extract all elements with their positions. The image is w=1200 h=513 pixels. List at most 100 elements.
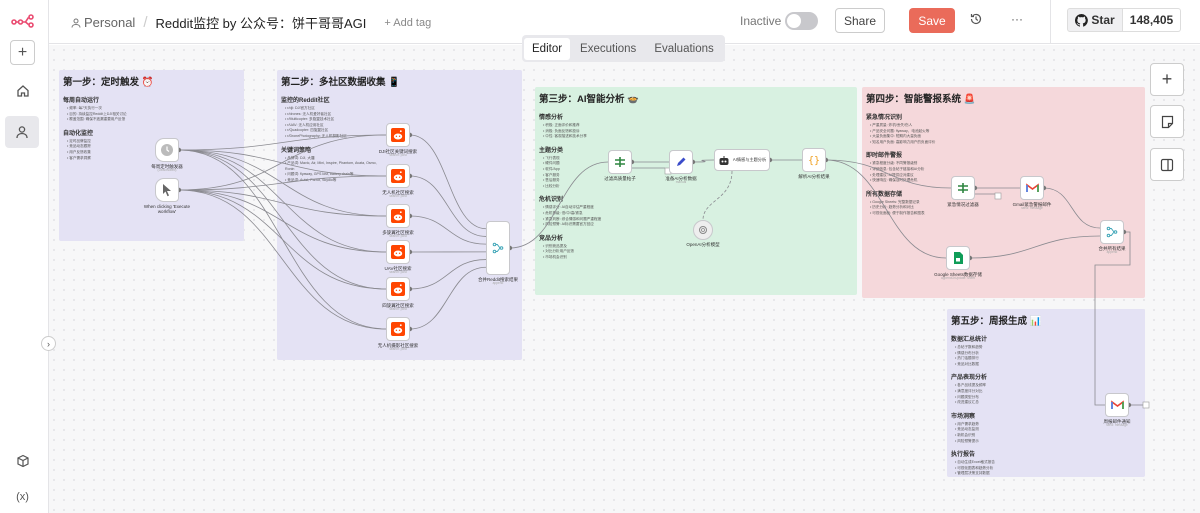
variables-icon[interactable]: (x)	[16, 491, 29, 503]
sticky-note-item: 产品安全问题: flyaway、电池起火等	[870, 129, 1141, 135]
filter-icon	[957, 182, 969, 194]
node-agent[interactable]: AI情感与主题分析	[714, 149, 770, 171]
history-icon[interactable]	[969, 12, 985, 28]
node-subtitle: append	[1106, 250, 1118, 254]
sticky-note-list: 紧急程度分级: 不同警报级别详细信息: 包含帖子链接和AI分析处理建议: AI提…	[870, 161, 1141, 183]
sticky-note-step-3[interactable]: 第三步：AI智能分析 🍲情感分析积极: 正面评价和推荐消极: 负面反馈和投诉中性…	[535, 87, 857, 295]
package-icon[interactable]	[10, 450, 35, 472]
node-r5[interactable]	[386, 277, 410, 301]
more-options-button[interactable]: ···	[1011, 12, 1023, 26]
n8n-logo-icon[interactable]	[10, 12, 36, 30]
sticky-note-step-4[interactable]: 第四步：智能警报系统 🚨紧急情况识别严重质量: 炸机/丢失/伤人产品安全问题: …	[862, 87, 1145, 298]
sticky-note-item: 用户需求趋势	[955, 422, 1141, 428]
sticky-note-item: r/UAV: 无人机应用社区	[285, 123, 377, 129]
sticky-note-item: 对比分析用户反馈	[543, 249, 853, 255]
sticky-note-heading: 每周自动运行	[63, 98, 100, 104]
tab-evaluations[interactable]: Evaluations	[654, 42, 714, 55]
sticky-note-item: 产品词: Mavic, Air, Mini, Inspire, Phantom,…	[285, 161, 377, 172]
panel-toggle-icon	[1160, 158, 1174, 171]
robot-icon	[718, 155, 730, 166]
sticky-note-item: r/Multicopter: 多旋翼技术社区	[285, 117, 377, 123]
node-r4[interactable]	[386, 240, 410, 264]
sticky-note-step-1[interactable]: 第一步：定时触发 ⏰每周自动运行频率: 每7天执行一次目的: 持续监控Reddi…	[59, 70, 244, 241]
node-subtitle: append	[492, 281, 504, 285]
node-r6[interactable]	[386, 317, 410, 341]
node-label: DJI社区关键词搜索	[378, 148, 418, 154]
reddit-icon	[391, 128, 405, 142]
node-label: 解析AI分析结果	[798, 173, 830, 179]
sticky-note-item: 管理层决策支持数据	[955, 471, 1141, 477]
node-schedule[interactable]	[155, 138, 179, 162]
node-label: 无人机社区搜索	[382, 189, 414, 195]
node-merge1[interactable]	[486, 221, 510, 275]
node-merge2[interactable]	[1100, 220, 1124, 244]
node-label: AI情感与主题分析	[732, 157, 767, 162]
sticky-note-item: 总帖子数和趋势	[955, 345, 1141, 351]
sticky-note-heading: 市场洞察	[951, 413, 976, 420]
home-icon[interactable]	[10, 80, 35, 102]
node-openai[interactable]	[693, 220, 713, 240]
node-subtitle: search: post	[389, 153, 407, 157]
sticky-note-button[interactable]	[1150, 105, 1184, 138]
node-manual[interactable]	[155, 178, 179, 202]
node-label: 紧急情况过滤器	[947, 201, 979, 207]
sticky-note-heading: 危机识别	[539, 197, 564, 204]
sticky-note-title: 第三步：AI智能分析 🍲	[539, 94, 639, 105]
save-button[interactable]: Save	[909, 8, 955, 33]
sticky-note-item: 目的: 持续监控Reddit上DJI相关讨论	[67, 112, 240, 118]
sticky-note-item: 定时品牌监控	[67, 139, 240, 145]
sticky-note-heading: 执行报告	[951, 452, 976, 459]
project-link[interactable]: Personal	[71, 15, 135, 30]
node-label: 准备AI分析数据	[665, 175, 697, 181]
collapse-sidebar-button[interactable]: ›	[41, 336, 56, 351]
sticky-note-title: 第一步：定时触发 ⏰	[63, 77, 154, 88]
sticky-note-item: 覆盖范围: 确保不遗漏重要用户反馈	[67, 117, 240, 123]
node-sheets[interactable]	[946, 246, 970, 270]
sticky-note-item: 改进建议汇总	[955, 400, 1141, 406]
node-prep[interactable]	[669, 150, 693, 174]
share-button[interactable]: Share	[835, 8, 885, 33]
sticky-note-item: 新机会识别	[955, 433, 1141, 439]
node-r1[interactable]	[386, 123, 410, 147]
sticky-note-item: 飞行表现	[543, 156, 853, 162]
node-subtitle: appendOrUpdate: sheet	[940, 276, 976, 280]
node-label: 过滤高质量帖子	[604, 175, 636, 181]
user-icon[interactable]	[5, 116, 39, 148]
node-filter[interactable]	[608, 150, 632, 174]
sticky-note-title: 第二步：多社区数据收集 📱	[281, 77, 400, 88]
breadcrumb-separator: /	[143, 14, 148, 31]
active-toggle[interactable]	[785, 12, 818, 30]
node-parse[interactable]: {}	[802, 148, 826, 172]
sticky-note-item: 用户反馈收集	[67, 150, 240, 156]
github-star-button[interactable]: Star	[1067, 8, 1123, 32]
merge-icon	[492, 242, 504, 254]
add-button[interactable]: +	[10, 40, 35, 65]
node-label: 四旋翼社区搜索	[382, 302, 414, 308]
node-r3[interactable]	[386, 204, 410, 228]
add-tag-button[interactable]: + Add tag	[384, 16, 432, 29]
node-subtitle: (Deactivated)	[157, 168, 177, 172]
user-icon	[71, 18, 81, 28]
tab-editor[interactable]: Editor	[524, 37, 571, 60]
node-weekly[interactable]	[1105, 393, 1129, 417]
node-urgent[interactable]	[951, 176, 975, 200]
node-subtitle: search: post	[389, 234, 407, 238]
svg-text:{}: {}	[808, 156, 820, 167]
sticky-note-list: 积极: 正面评价和推荐消极: 负面反馈和投诉中性: 客观描述和技术分享	[543, 123, 853, 140]
sticky-note-heading: 主题分类	[539, 147, 564, 154]
sticky-note-icon	[1161, 115, 1173, 128]
reddit-icon	[391, 245, 405, 259]
pen-icon	[675, 156, 687, 168]
node-r2[interactable]	[386, 164, 410, 188]
workflow-title[interactable]: Reddit监控 by 公众号：饼干哥哥AGI	[155, 16, 367, 31]
node-gmail[interactable]	[1020, 176, 1044, 200]
openai-icon	[698, 225, 708, 235]
sticky-note-item: 大量负面集中: 短期内大量负面	[870, 134, 1141, 140]
sticky-note-heading: 即时邮件警报	[866, 153, 903, 160]
toggle-panel-button[interactable]	[1150, 148, 1184, 181]
node-label: OpenAI分析模型	[686, 241, 720, 247]
tab-executions[interactable]: Executions	[580, 42, 637, 55]
add-node-button[interactable]: +	[1150, 63, 1184, 96]
github-star-count[interactable]: 148,405	[1123, 8, 1181, 32]
sticky-note-heading: 监控的Reddit社区	[281, 98, 330, 104]
